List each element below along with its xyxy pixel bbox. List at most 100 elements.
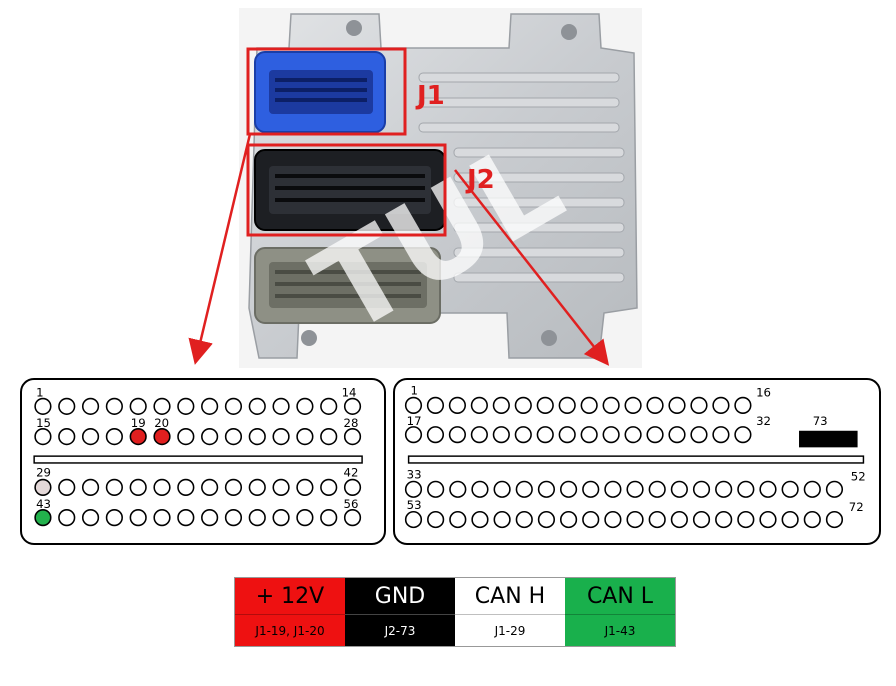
j1-pin-22 (201, 428, 219, 446)
j2-pin-52 (825, 480, 844, 498)
j1-row2-start-label: 15 (36, 416, 51, 430)
j2-pin-68 (737, 510, 755, 529)
j1-pin-1 (34, 397, 52, 415)
j1-pin-30 (58, 478, 76, 496)
j1-row4-start-label: 43 (36, 497, 51, 511)
j2-pin73-block (799, 430, 858, 448)
j1-row4-end-label: 56 (344, 497, 359, 511)
j2-pin-25 (580, 426, 598, 444)
j2-pin-20 (470, 426, 488, 444)
j1-pin-8 (201, 397, 219, 415)
j2-pin-53 (404, 510, 423, 529)
j1-pin-29 (34, 478, 52, 496)
legend-can-h-pins: J1-29 (455, 614, 565, 646)
j2-pin-48 (737, 480, 755, 498)
j2-row1-start-label: 1 (411, 384, 418, 398)
j1-pin-33 (129, 478, 147, 496)
j1-pin-24 (248, 428, 266, 446)
j2-pin-42 (604, 480, 622, 498)
j1-pin-23 (224, 428, 243, 446)
j2-pin-16 (734, 396, 752, 414)
j1-pin-32 (105, 478, 123, 496)
j2-pin-31 (712, 426, 730, 444)
j1-pin-3 (81, 397, 100, 415)
j2-pin-69 (759, 510, 777, 529)
j1-row1-end-label: 14 (342, 386, 357, 400)
legend-12v-pins: J1-19, J1-20 (235, 614, 345, 646)
j2-pin-60 (559, 510, 578, 529)
j2-pin73-label: 73 (813, 414, 828, 428)
j1-pin-52 (248, 509, 266, 527)
legend-gnd-pins: J2-73 (345, 614, 455, 646)
j2-label: J2 (465, 165, 495, 195)
j2-pin-50 (781, 480, 799, 498)
j2-pin-55 (449, 510, 467, 529)
j2-pin-22 (514, 426, 532, 444)
j2-pin-47 (715, 480, 733, 498)
j1-pin-27 (320, 428, 338, 446)
j2-separator-bar (407, 455, 865, 464)
j1-pin-19 (129, 428, 147, 446)
j1-pin-48 (153, 509, 171, 527)
j1-pin-49 (177, 509, 195, 527)
j1-pin-47 (129, 509, 147, 527)
j1-pin-42 (343, 478, 362, 496)
j1-pin-7 (177, 397, 195, 415)
j1-pins: 1 14 15 19 20 28 29 42 43 56 (33, 386, 363, 527)
j2-row3-start-label: 33 (407, 468, 422, 482)
j2-pin-65 (670, 510, 688, 529)
j2-pin-8 (558, 396, 576, 414)
j2-pin-37 (493, 480, 511, 498)
j1-pin-41 (320, 478, 338, 496)
j1-pin-15 (34, 428, 52, 446)
j1-pin-20 (153, 428, 171, 446)
legend-can-l: CAN L J1-43 (565, 578, 675, 646)
j2-pin-21 (492, 426, 510, 444)
j1-row3-end-label: 42 (344, 466, 359, 480)
j1-highlight-box (246, 47, 407, 136)
j1-pin-36 (201, 478, 219, 496)
j1-pin-25 (272, 428, 290, 446)
j2-row2-start-label: 17 (407, 414, 422, 428)
j2-pin-38 (515, 480, 533, 498)
j1-pin-37 (224, 478, 243, 496)
j1-pin-28 (343, 428, 362, 446)
j2-pin-15 (712, 396, 730, 414)
j1-pin-40 (296, 478, 314, 496)
j2-pin-5 (492, 396, 510, 414)
j2-pin-6 (514, 396, 532, 414)
j2-pin-11 (624, 396, 642, 414)
j2-row2-end-label: 32 (756, 414, 771, 428)
j2-pin-13 (668, 396, 686, 414)
j2-pin-67 (715, 510, 733, 529)
j2-pin-41 (582, 480, 600, 498)
j1-pin-44 (58, 509, 76, 527)
j1-pin-39 (272, 478, 290, 496)
j2-pin-72 (825, 510, 844, 529)
j2-pin-36 (471, 480, 489, 498)
j2-pin-19 (448, 426, 466, 444)
j1-row1-start-label: 1 (36, 386, 43, 400)
j1-pin-51 (224, 509, 243, 527)
j2-pin-44 (648, 480, 666, 498)
j2-pin-32 (734, 426, 752, 444)
j1-separator-bar (33, 455, 363, 464)
j2-pin-62 (604, 510, 622, 529)
j2-pin-29 (668, 426, 686, 444)
j1-pin-38 (248, 478, 266, 496)
j2-row4-end-label: 72 (849, 500, 864, 514)
j2-pin-12 (646, 396, 664, 414)
j2-pin-1 (404, 396, 423, 414)
j1-pin-21 (177, 428, 195, 446)
j2-pin-2 (426, 396, 445, 414)
j2-pins: 73 1 16 17 32 33 52 53 72 (404, 384, 866, 529)
j2-pin-28 (646, 426, 664, 444)
j2-pin-56 (471, 510, 489, 529)
j1-pin-26 (296, 428, 314, 446)
j1-pin-6 (153, 397, 171, 415)
j2-pin-30 (690, 426, 708, 444)
j2-pin-24 (558, 426, 576, 444)
j1-row2-end-label: 28 (344, 416, 359, 430)
j2-pin-46 (692, 480, 711, 498)
legend-gnd: GND J2-73 (345, 578, 455, 646)
